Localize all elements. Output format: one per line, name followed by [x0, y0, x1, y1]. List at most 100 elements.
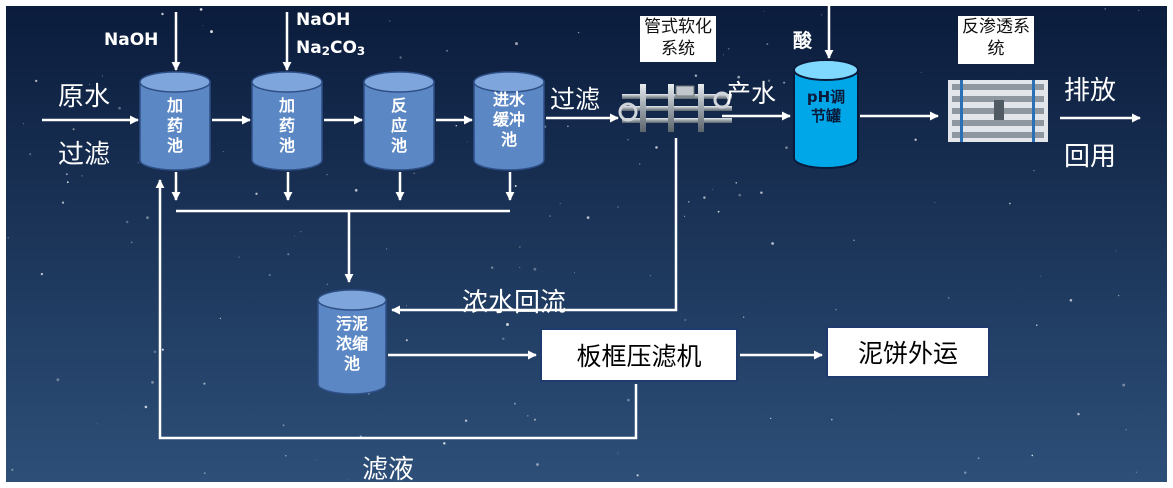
star: [153, 350, 157, 354]
star: [977, 457, 980, 460]
star: [783, 81, 786, 84]
star: [464, 419, 468, 422]
star: [515, 42, 518, 46]
star: [130, 241, 133, 244]
star: [1117, 294, 1120, 297]
star: [61, 201, 65, 204]
star: [703, 196, 706, 199]
star: [533, 267, 537, 271]
star: [1104, 8, 1106, 10]
star: [354, 188, 358, 192]
star: [282, 424, 285, 427]
star: [151, 381, 154, 384]
tank-sludge: [317, 289, 387, 395]
star: [627, 398, 630, 402]
star: [694, 74, 698, 77]
star: [81, 175, 83, 177]
caption-tube-softening: 管式软化系统: [640, 16, 716, 62]
star: [655, 146, 658, 149]
star: [727, 47, 730, 50]
tank-label-dosing-2: 加药池: [278, 96, 295, 155]
star: [89, 83, 90, 85]
star: [650, 275, 652, 277]
label-filter-in: 过滤: [58, 140, 111, 170]
star: [1110, 160, 1113, 163]
star: [22, 123, 25, 125]
star: [96, 423, 98, 425]
label-acid: 酸: [793, 30, 813, 52]
star: [405, 339, 408, 342]
star: [914, 138, 917, 141]
star: [1009, 202, 1011, 205]
star: [199, 8, 203, 11]
tube-softening-equipment-icon: [618, 84, 732, 132]
tank-label-sludge: 污泥浓缩池: [335, 314, 368, 373]
star: [1031, 454, 1034, 457]
star: [399, 56, 402, 59]
tank-dosing-2: [251, 71, 323, 171]
star: [526, 414, 529, 417]
star: [56, 378, 60, 382]
label-naoh-1: NaOH: [104, 30, 159, 50]
star: [455, 125, 458, 127]
box-cake-transport: 泥饼外运: [826, 326, 990, 378]
label-raw-water: 原水: [58, 82, 111, 112]
label-concentrate-return: 浓水回流: [462, 288, 567, 318]
star: [737, 75, 741, 79]
star: [466, 141, 468, 143]
label-filtrate: 滤液: [362, 455, 415, 485]
tank-reaction: [363, 71, 435, 171]
label-reuse: 回用: [1064, 142, 1117, 172]
star: [771, 242, 774, 245]
star: [238, 256, 240, 258]
star: [684, 215, 686, 217]
star: [577, 31, 580, 34]
star: [66, 173, 68, 175]
star: [35, 79, 38, 83]
star: [1033, 169, 1035, 172]
star: [326, 283, 328, 285]
star: [835, 309, 837, 311]
star: [300, 231, 302, 233]
label-naoh-2: NaOH: [296, 10, 351, 30]
star: [831, 418, 833, 421]
tank-label-buffer: 进水缓冲池: [492, 90, 525, 149]
star: [1036, 324, 1038, 326]
reverse-osmosis-equipment-icon: [948, 80, 1048, 142]
star: [125, 220, 129, 224]
arrow-concentrate-return: [391, 138, 678, 315]
star: [717, 210, 720, 213]
star: [763, 11, 765, 13]
star: [767, 79, 771, 82]
star: [743, 316, 745, 318]
star: [1125, 429, 1127, 431]
star: [66, 181, 69, 184]
star: [514, 185, 517, 187]
star: [255, 192, 258, 195]
star: [617, 452, 619, 454]
star: [101, 75, 103, 77]
star: [573, 272, 575, 274]
star: [1103, 149, 1106, 153]
star: [536, 463, 539, 466]
star: [347, 478, 349, 480]
star: [219, 317, 222, 320]
arrow-filtrate-return: [155, 179, 638, 440]
star: [161, 348, 164, 351]
star: [1138, 9, 1140, 11]
star: [1135, 471, 1138, 473]
star: [389, 20, 391, 22]
star: [144, 405, 148, 409]
box-filter-press: 板框压滤机: [540, 328, 738, 382]
star: [413, 172, 415, 174]
star: [821, 14, 823, 16]
star: [203, 382, 206, 385]
star: [627, 138, 629, 141]
star: [29, 153, 32, 156]
star: [760, 191, 763, 194]
box-cake-transport-label: 泥饼外运: [857, 339, 958, 368]
star: [406, 305, 407, 307]
star: [506, 323, 509, 326]
star: [446, 49, 449, 52]
star: [853, 239, 855, 241]
